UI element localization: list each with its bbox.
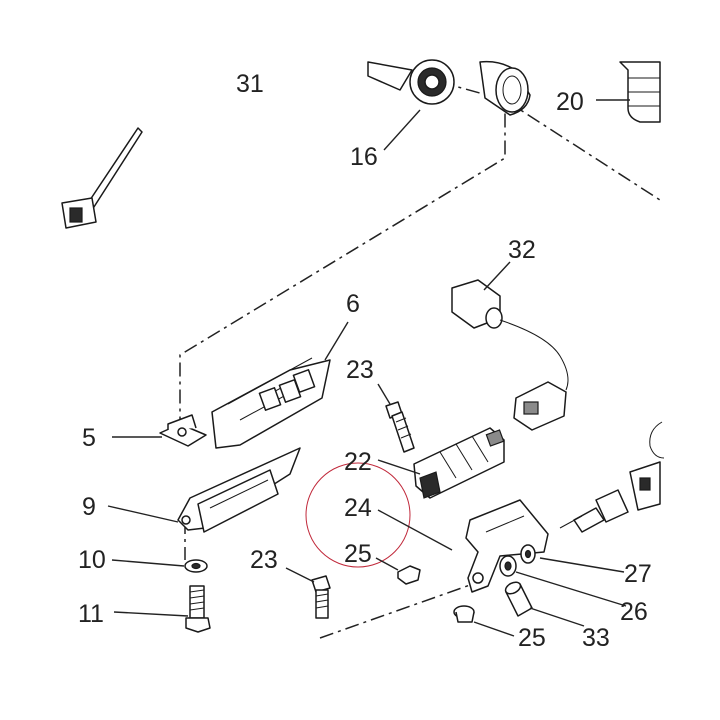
callout-10: 10 [78,546,106,574]
part-20-boot [619,61,661,123]
callout-23-upper: 23 [346,356,374,384]
pressure-switch [559,489,629,533]
leader-32 [483,261,511,291]
callout-16: 16 [350,143,378,171]
part-6-cover [211,357,331,449]
leader-lines [107,99,630,637]
callout-20: 20 [556,88,584,116]
leader-25a [375,557,399,571]
connector-right-edge [629,461,661,511]
part-33-cap [504,581,533,617]
highlight-circle [305,462,411,568]
part-26-nut [499,555,517,577]
leader-9 [107,505,179,523]
part-16-grommet [367,59,531,116]
callout-25-left: 25 [344,540,372,568]
callout-25-right: 25 [518,624,546,652]
leader-26 [515,571,627,607]
callout-27: 27 [624,560,652,588]
part-11-bolt [185,585,211,633]
leader-16 [383,109,421,151]
leader-23b [285,567,315,583]
assembly-line-lower [319,584,471,639]
part-31-cable-tie [61,127,143,229]
callout-33: 33 [582,624,610,652]
callout-26: 26 [620,598,648,626]
callout-22: 22 [344,448,372,476]
leader-10 [111,559,185,567]
callout-32: 32 [508,236,536,264]
leader-27 [539,557,625,573]
part-9-bracket [177,447,301,533]
leader-11 [113,611,189,617]
assembly-line-upper [179,81,506,440]
leader-25b [473,621,515,637]
part-23-bolt-lower [311,575,331,619]
callout-6: 6 [346,290,360,318]
callout-31: 31 [236,70,264,98]
callout-11: 11 [78,600,104,628]
leader-33 [529,607,585,627]
part-32-sensor [451,279,569,431]
part-22-sensor-body [413,427,505,499]
leader-6 [324,321,349,361]
part-10-washer [184,559,208,573]
part-23-bolt-upper [385,401,415,453]
part-24-bracket [465,499,549,593]
part-27-washer [520,544,536,564]
part-25-nut-right [453,605,475,623]
callout-23-lower: 23 [250,546,278,574]
part-25-nut-left [397,565,421,585]
callout-9: 9 [82,493,96,521]
callout-numbers: 31 16 20 32 6 23 5 22 24 9 25 10 23 27 2… [78,70,652,652]
callout-24: 24 [344,494,372,522]
callout-5: 5 [82,424,96,452]
part-5-clip-nut [159,414,207,447]
assembly-line-right [504,99,661,201]
leader-23a [377,383,391,405]
partial-circled-mark [649,421,665,459]
leader-22 [377,459,421,475]
leader-24 [377,509,453,551]
